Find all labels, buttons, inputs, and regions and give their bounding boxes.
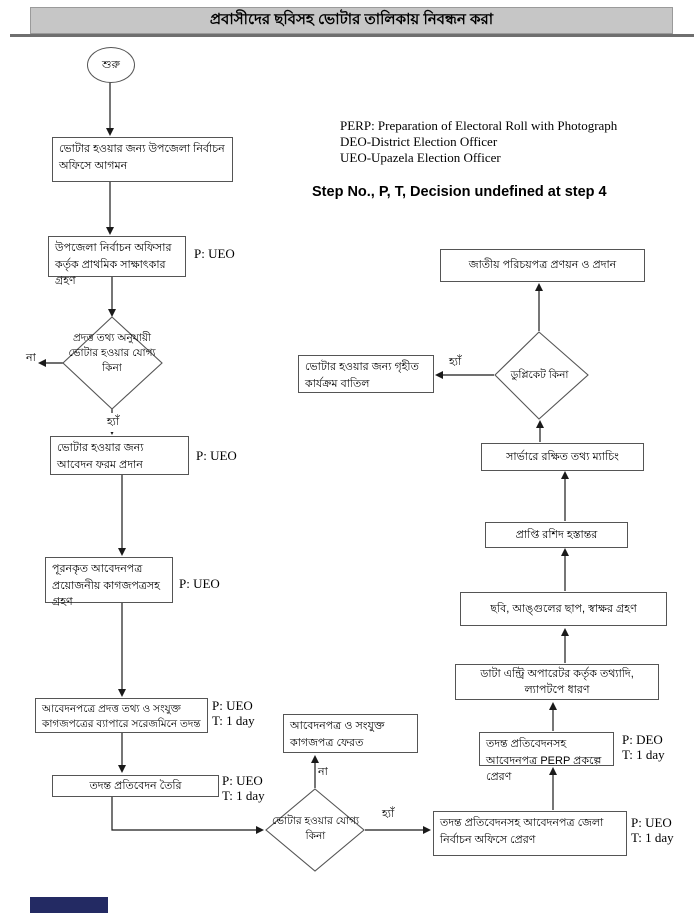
process-field-inquiry: আবেদনপত্রে প্রদত্ত তথ্য ও সংযুক্ত কাগজপত… — [35, 698, 208, 733]
pt-label-interview: P: UEO — [194, 246, 235, 261]
process-biometrics: ছবি, আঙ্গুলের ছাপ, স্বাক্ষর গ্রহণ — [460, 592, 667, 626]
title-underline — [10, 34, 694, 37]
bottom-left-partial-bar — [30, 897, 108, 913]
process-give-form: ভোটার হওয়ার জন্য আবেদন ফরম প্রদান — [50, 436, 189, 475]
process-receipt-handover: প্রাপ্তি রশিদ হস্তান্তর — [485, 522, 628, 548]
process-arrive-office: ভোটার হওয়ার জন্য উপজেলা নির্বাচন অফিসে … — [52, 137, 233, 182]
start-terminator: শুরু — [87, 47, 135, 83]
process-initial-interview: উপজেলা নির্বাচন অফিসার কর্তৃক প্রাথমিক স… — [48, 236, 186, 287]
process-data-entry: ডাটা এন্ট্রি অপারেটর কর্তৃক তথ্যাদি, ল্য… — [455, 664, 659, 700]
pt-label-field-inquiry: P: UEO T: 1 day — [212, 698, 255, 728]
title-bar: প্রবাসীদের ছবিসহ ভোটার তালিকায় নিবন্ধন … — [30, 7, 673, 34]
process-server-matching: সার্ভারে রক্ষিত তথ্য ম্যাচিং — [481, 443, 644, 471]
process-inquiry-report: তদন্ত প্রতিবেদন তৈরি — [52, 775, 219, 797]
pt-label-receive-form: P: UEO — [179, 576, 220, 591]
start-label: শুরু — [102, 58, 120, 71]
pt-label-send-perp: P: DEO T: 1 day — [622, 732, 665, 762]
legend-deo: DEO-District Election Officer — [340, 134, 498, 149]
yes-label-eligible-final: হ্যাঁ — [382, 808, 395, 820]
process-send-perp: তদন্ত প্রতিবেদনসহ আবেদনপত্র PERP প্রকল্প… — [479, 732, 614, 783]
pt-label-inquiry-report: P: UEO T: 1 day — [222, 773, 265, 803]
process-nid-issue: জাতীয় পরিচয়পত্র প্রণয়ন ও প্রদান — [440, 249, 645, 282]
legend-perp: PERP: Preparation of Electoral Roll with… — [340, 118, 618, 133]
legend-ueo: UEO-Upazela Election Officer — [340, 150, 501, 165]
process-return-docs: আবেদনপত্র ও সংযুক্ত কাগজপত্র ফেরত — [283, 714, 418, 753]
pt-label-give-form: P: UEO — [196, 448, 237, 463]
no-label-eligible-final: না — [318, 766, 328, 778]
pt-label-send-district: P: UEO T: 1 day — [631, 815, 674, 845]
undefined-steps-note: Step No., P, T, Decision undefined at st… — [312, 184, 607, 200]
no-label-eligible-by-info: না — [26, 352, 36, 364]
page-title: প্রবাসীদের ছবিসহ ভোটার তালিকায় নিবন্ধন … — [209, 11, 494, 28]
yes-label-eligible-by-info: হ্যাঁ — [101, 413, 125, 432]
process-send-district: তদন্ত প্রতিবেদনসহ আবেদনপত্র জেলা নির্বাচ… — [433, 811, 627, 856]
process-receive-form: পূরনকৃত আবেদনপত্র প্রয়োজনীয় কাগজপত্রসহ… — [45, 557, 173, 608]
process-cancel: ভোটার হওয়ার জন্য গৃহীত কার্যক্রম বাতিল — [298, 355, 434, 393]
yes-label-duplicate: হ্যাঁ — [449, 356, 462, 368]
decision-eligible-final-text: ভোটার হওয়ার যোগ্য কিনা — [271, 815, 360, 843]
decision-duplicate-text: ডুপ্লিকেট কিনা — [510, 369, 569, 381]
decision-eligible-by-info-text: প্রদত্ত তথ্য অনুযায়ী ভোটার হওয়ার যোগ্য… — [68, 332, 156, 375]
legend-block: PERP: Preparation of Electoral Roll with… — [340, 118, 617, 166]
